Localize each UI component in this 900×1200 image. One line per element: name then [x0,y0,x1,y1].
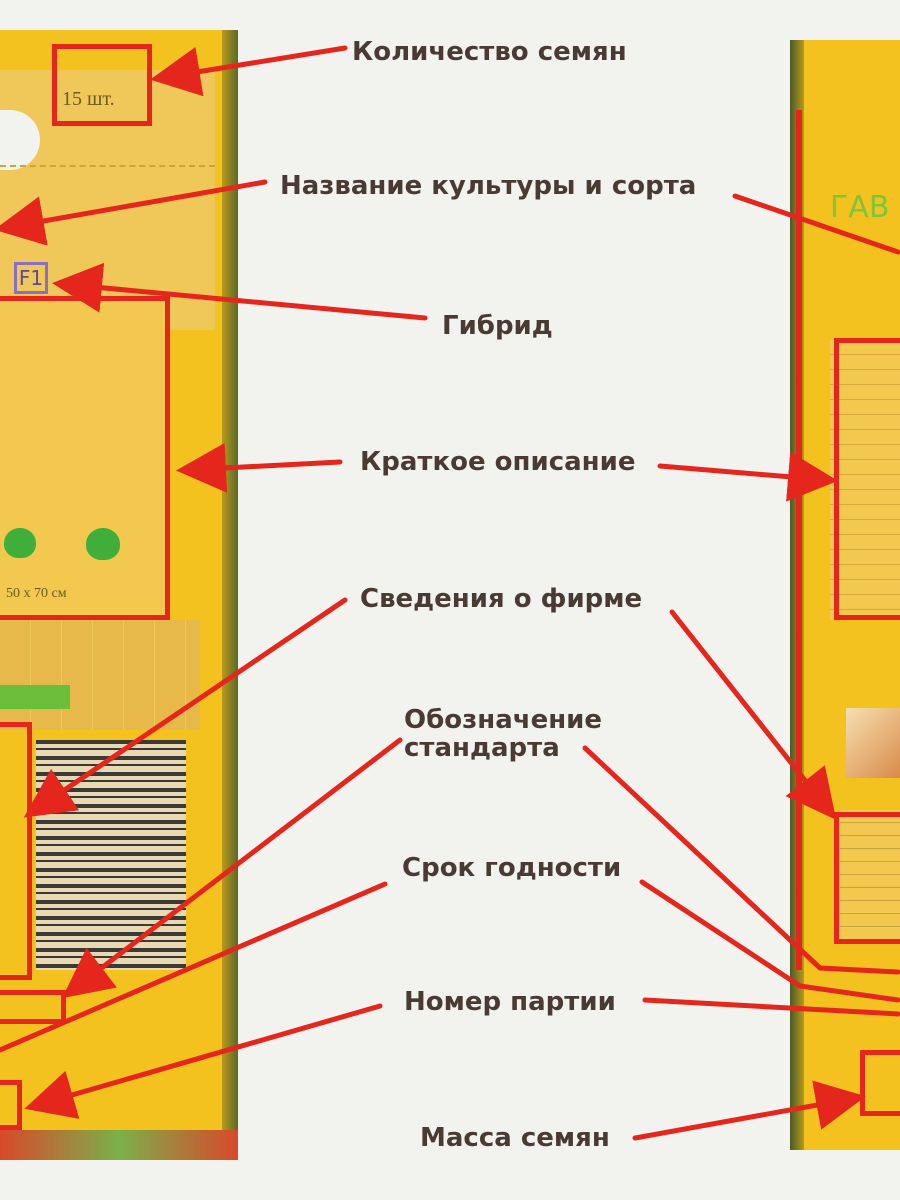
label-standard-line2: стандарта [404,733,560,763]
left-packet-fold-line [0,165,215,167]
arrow-batch-right [642,997,900,1017]
label-batch-number: Номер партии [404,987,616,1017]
label-seed-count: Количество семян [352,37,627,67]
arrow-expiry-right [639,879,900,1003]
right-packet-name-fragment: ГАВ [830,190,890,225]
spacing-text: 50 x 70 см [6,586,67,601]
hybrid-mark: F1 [14,262,48,294]
left-packet-description-panel [0,300,170,620]
arrow-crop-variety-left [0,179,268,246]
arrow-description-left [176,442,343,493]
right-seed-packet: ГАВ [790,40,900,1150]
pepper-icon-2 [86,528,120,560]
arrow-expiry-left [0,881,388,1053]
left-seed-count-box [52,44,152,126]
label-hybrid: Гибрид [442,311,553,341]
right-edge-red-line [796,110,802,970]
right-packet-info-panel [840,810,900,940]
arrow-standard-left [62,737,403,999]
pepper-icon-1 [4,528,36,558]
label-standard-line1: Обозначение [404,705,603,735]
left-company-box [0,722,32,980]
left-seed-mass-box [0,1080,22,1130]
seed-count-value: 15 шт. [62,88,115,110]
left-standard-box [0,990,66,1024]
arrow-batch-left [24,1003,383,1119]
right-company-box [834,812,900,944]
green-label-strip [0,685,70,709]
green-bottom-band [0,1130,238,1160]
label-seed-mass: Масса семян [420,1123,610,1153]
label-expiry-date: Срок годности [402,853,622,883]
left-packet-grid-area [0,620,200,730]
right-packet-description-panel [830,340,900,620]
label-short-description: Краткое описание [360,447,636,477]
arrow-description-right [657,451,838,502]
arrow-hybrid [52,262,428,321]
label-company-info: Сведения о фирме [360,584,643,614]
left-packet-dark-edge [222,30,238,1160]
arrow-seed-count [150,45,348,97]
arrow-crop-variety-right [732,193,900,255]
arrow-company-right [669,609,837,820]
right-packet-picture [846,708,900,778]
arrow-company-left [23,597,348,818]
label-crop-variety: Название культуры и сорта [280,171,697,201]
arrow-standard-right [582,745,900,975]
arrow-seed-mass-right [632,1080,866,1141]
